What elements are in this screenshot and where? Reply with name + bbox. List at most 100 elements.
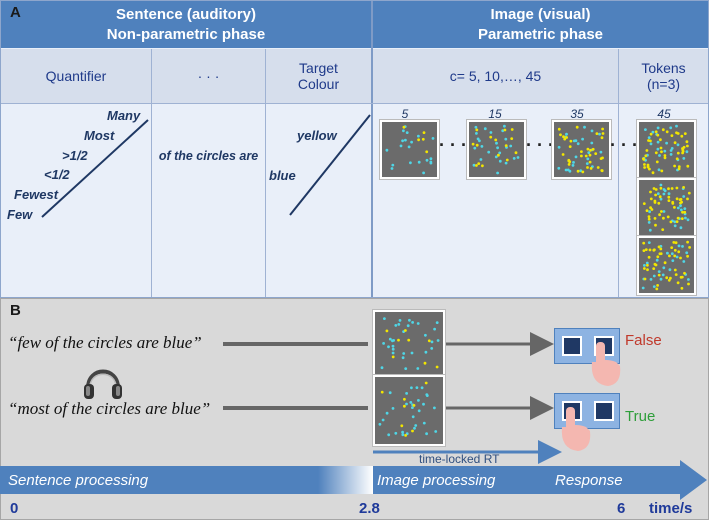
col-target-line1: Target: [299, 60, 338, 76]
stimulus-dot: [676, 206, 680, 210]
stimulus-dot: [601, 127, 604, 131]
stimulus-dot: [594, 152, 598, 155]
false-label: False: [625, 332, 662, 349]
stimulus-dot: [403, 397, 406, 401]
stimulus-dot: [660, 150, 663, 154]
stimulus-dot: [477, 162, 481, 165]
stimulus-dot: [675, 124, 678, 128]
stimulus-dot: [683, 210, 687, 214]
stimulus-dot: [659, 138, 662, 142]
stimulus-dot: [590, 129, 594, 133]
stimulus-dot: [645, 209, 649, 212]
stimulus-dot: [663, 156, 667, 160]
stimulus-dot: [682, 195, 686, 198]
stimulus-dot: [654, 193, 657, 197]
stimulus-dot: [658, 252, 662, 256]
stimulus-dot: [600, 169, 604, 172]
stimulus-dot: [673, 164, 676, 168]
sentence-few: “few of the circles are blue”: [8, 333, 202, 352]
stimulus-dot: [580, 150, 583, 153]
true-label: True: [625, 408, 656, 425]
stimulus-dot: [435, 321, 439, 324]
stimulus-dot: [430, 340, 434, 344]
stimulus-dot: [663, 149, 667, 153]
stimulus-dot: [382, 342, 385, 345]
stimulus-dot: [497, 153, 500, 157]
stimulus-dot: [680, 286, 684, 290]
stimulus-dot: [390, 167, 394, 170]
stimulus-dot: [475, 164, 478, 167]
col-tokens-line1: Tokens: [641, 60, 686, 76]
stimulus-dot: [404, 138, 407, 142]
time-unit: time/s: [649, 500, 693, 517]
stimulus-dot: [563, 137, 567, 141]
stimulus-dot: [381, 418, 385, 422]
time-tick-6: 6: [617, 500, 626, 517]
stimulus-dot: [662, 210, 666, 213]
stimulus-dot: [642, 241, 646, 245]
headphones-icon: [84, 369, 122, 399]
stimulus-dot: [641, 286, 645, 290]
stimulus-dot: [642, 158, 646, 161]
col-c-label: c= 5, 10,…, 45: [449, 68, 542, 84]
stimulus-dot: [645, 149, 649, 152]
stimulus-dot: [585, 162, 589, 165]
stimulus-dot: [661, 128, 665, 132]
stimulus-dot: [649, 197, 653, 201]
stimulus-dot: [686, 254, 689, 258]
stimulus-dot: [430, 347, 434, 350]
stimulus-dot: [683, 207, 687, 210]
middle-phrase: of the circles are: [158, 149, 259, 163]
stimulus-dot: [480, 145, 484, 148]
col-tokens: Tokens (n=3): [619, 49, 708, 103]
ellipsis-dots: · · ·: [526, 135, 554, 155]
stimulus-dot: [503, 128, 507, 132]
stimulus-dot: [561, 153, 565, 156]
stimulus-dot: [660, 169, 664, 173]
stimulus-dot: [665, 130, 669, 134]
stimulus-dot: [397, 338, 400, 342]
phase-response: Response: [555, 472, 623, 489]
stimulus-dot: [391, 351, 395, 355]
ellipsis-dots: · · ·: [610, 135, 638, 155]
stimulus-dot: [504, 144, 508, 147]
stimulus-dot: [657, 270, 661, 273]
stimulus-dot: [682, 157, 686, 160]
stimulus-dot: [668, 268, 672, 272]
col-c: c= 5, 10,…, 45: [373, 49, 618, 103]
stimulus-dot: [685, 150, 689, 154]
timeline-arrow: [0, 460, 707, 500]
stimulus-dot: [655, 258, 659, 262]
stimulus-dot: [510, 128, 514, 131]
col-tokens-line2: (n=3): [646, 76, 681, 92]
stimulus-dot: [575, 125, 579, 129]
panel-a-letter: A: [10, 4, 21, 21]
stimulus-image-45-token-3: [637, 236, 696, 295]
stimulus-dot: [686, 240, 689, 244]
stimulus-dot: [407, 338, 411, 342]
stimulus-dot: [674, 273, 678, 276]
stimulus-dot: [676, 216, 680, 220]
stimulus-dot: [679, 201, 682, 205]
stimulus-dot: [673, 248, 677, 252]
divider: [265, 49, 266, 297]
stimulus-dot: [587, 151, 591, 154]
stimulus-dot: [599, 150, 603, 154]
stimulus-dot: [673, 206, 676, 209]
stimulus-dot: [654, 151, 658, 155]
stimulus-dot: [498, 151, 502, 155]
stimulus-dot: [417, 134, 420, 138]
divider: [151, 49, 152, 297]
colour-blue: blue: [269, 168, 296, 183]
stimulus-dot: [653, 199, 657, 203]
stimulus-dot: [411, 429, 414, 433]
stimulus-dot: [659, 277, 663, 281]
stimulus-dot: [644, 248, 648, 251]
divider: [618, 49, 619, 297]
stimulus-dot: [661, 228, 665, 231]
stimulus-dot: [643, 166, 646, 169]
stimulus-dot: [417, 399, 420, 402]
stimulus-dot: [669, 153, 673, 156]
stimulus-dot: [479, 158, 483, 161]
image-label-35: 35: [570, 107, 584, 121]
